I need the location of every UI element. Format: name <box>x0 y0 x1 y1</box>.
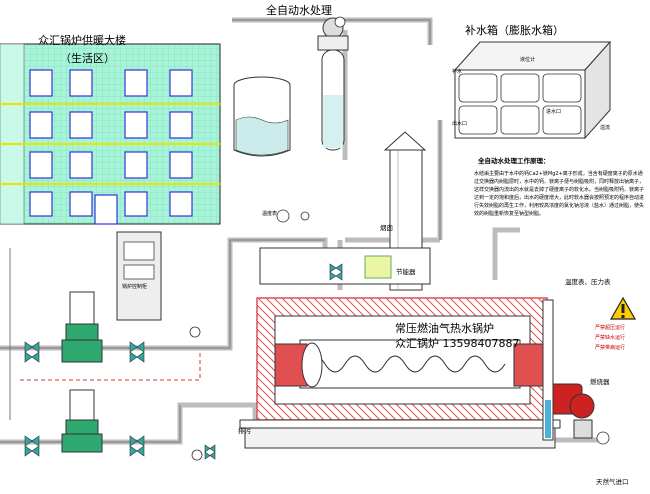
chimney-label: 烟囱 <box>380 224 393 232</box>
boiler-title: 常压燃油气热水锅炉 <box>395 322 494 335</box>
building-title: 众汇锅炉供暖大楼 <box>38 34 126 47</box>
valve-icon <box>329 263 343 281</box>
valve-icon <box>204 444 216 460</box>
level-label: 液位计 <box>520 57 536 63</box>
tank-title: 补水箱（膨胀水箱） <box>465 24 564 37</box>
pressure-gauge-icon <box>191 449 203 461</box>
warning-triangle-icon <box>609 296 637 320</box>
building <box>0 43 221 225</box>
pump-lower <box>61 389 103 453</box>
economizer-label: 节能器 <box>396 268 416 276</box>
valve-icon <box>24 435 40 457</box>
valve-icon <box>129 435 145 457</box>
overflow-label: 溢流 <box>600 125 611 131</box>
boiler <box>239 297 561 449</box>
thermometer-label: 温度表 <box>262 211 278 217</box>
valves <box>24 263 343 460</box>
water-softener <box>233 17 349 157</box>
building-windows <box>29 69 193 217</box>
control-cabinet <box>116 231 162 321</box>
building-subtitle: （生活区） <box>60 52 115 65</box>
valve-icon <box>24 341 40 363</box>
economizer <box>259 247 431 285</box>
make-up-label: 补水 <box>452 69 463 75</box>
control-cabinet-label: 锅炉控制柜 <box>122 284 148 290</box>
pump-upper <box>61 291 103 363</box>
warning-2: 严禁缺水运行 <box>595 335 626 341</box>
burner <box>547 383 595 439</box>
pressure-gauge-icon <box>189 326 201 338</box>
temp-pressure-label: 温度表、压力表 <box>565 278 611 286</box>
pressure-gauge-icon <box>596 431 610 445</box>
pressure-gauge-icon <box>300 211 310 221</box>
warning-3: 严禁带病运行 <box>595 345 626 351</box>
inlet-label: 进水口 <box>546 109 562 115</box>
warning-1: 严禁超压运行 <box>595 325 626 331</box>
principle-text: 水结垢主要由于水中的钙Ca2+镁Mg2+离子形成，当含有硬度离子的原水通过交换器… <box>474 171 645 217</box>
principle-title: 全自动水处理工作原理： <box>478 157 550 165</box>
water-treatment-title: 全自动水处理 <box>266 4 332 17</box>
pressure-gauge-icon <box>334 16 346 28</box>
outlet-label: 出水口 <box>452 121 468 127</box>
gas-inlet-label: 天然气进口 <box>596 478 629 486</box>
pressure-gauges <box>189 16 610 461</box>
burner-label: 燃烧器 <box>590 378 610 386</box>
drain-label: 排污 <box>238 427 251 435</box>
boiler-phone: 众汇锅炉 13598407887 <box>395 337 520 350</box>
pressure-gauge-icon <box>276 209 290 223</box>
valve-icon <box>129 341 145 363</box>
expansion-tank <box>453 40 612 140</box>
